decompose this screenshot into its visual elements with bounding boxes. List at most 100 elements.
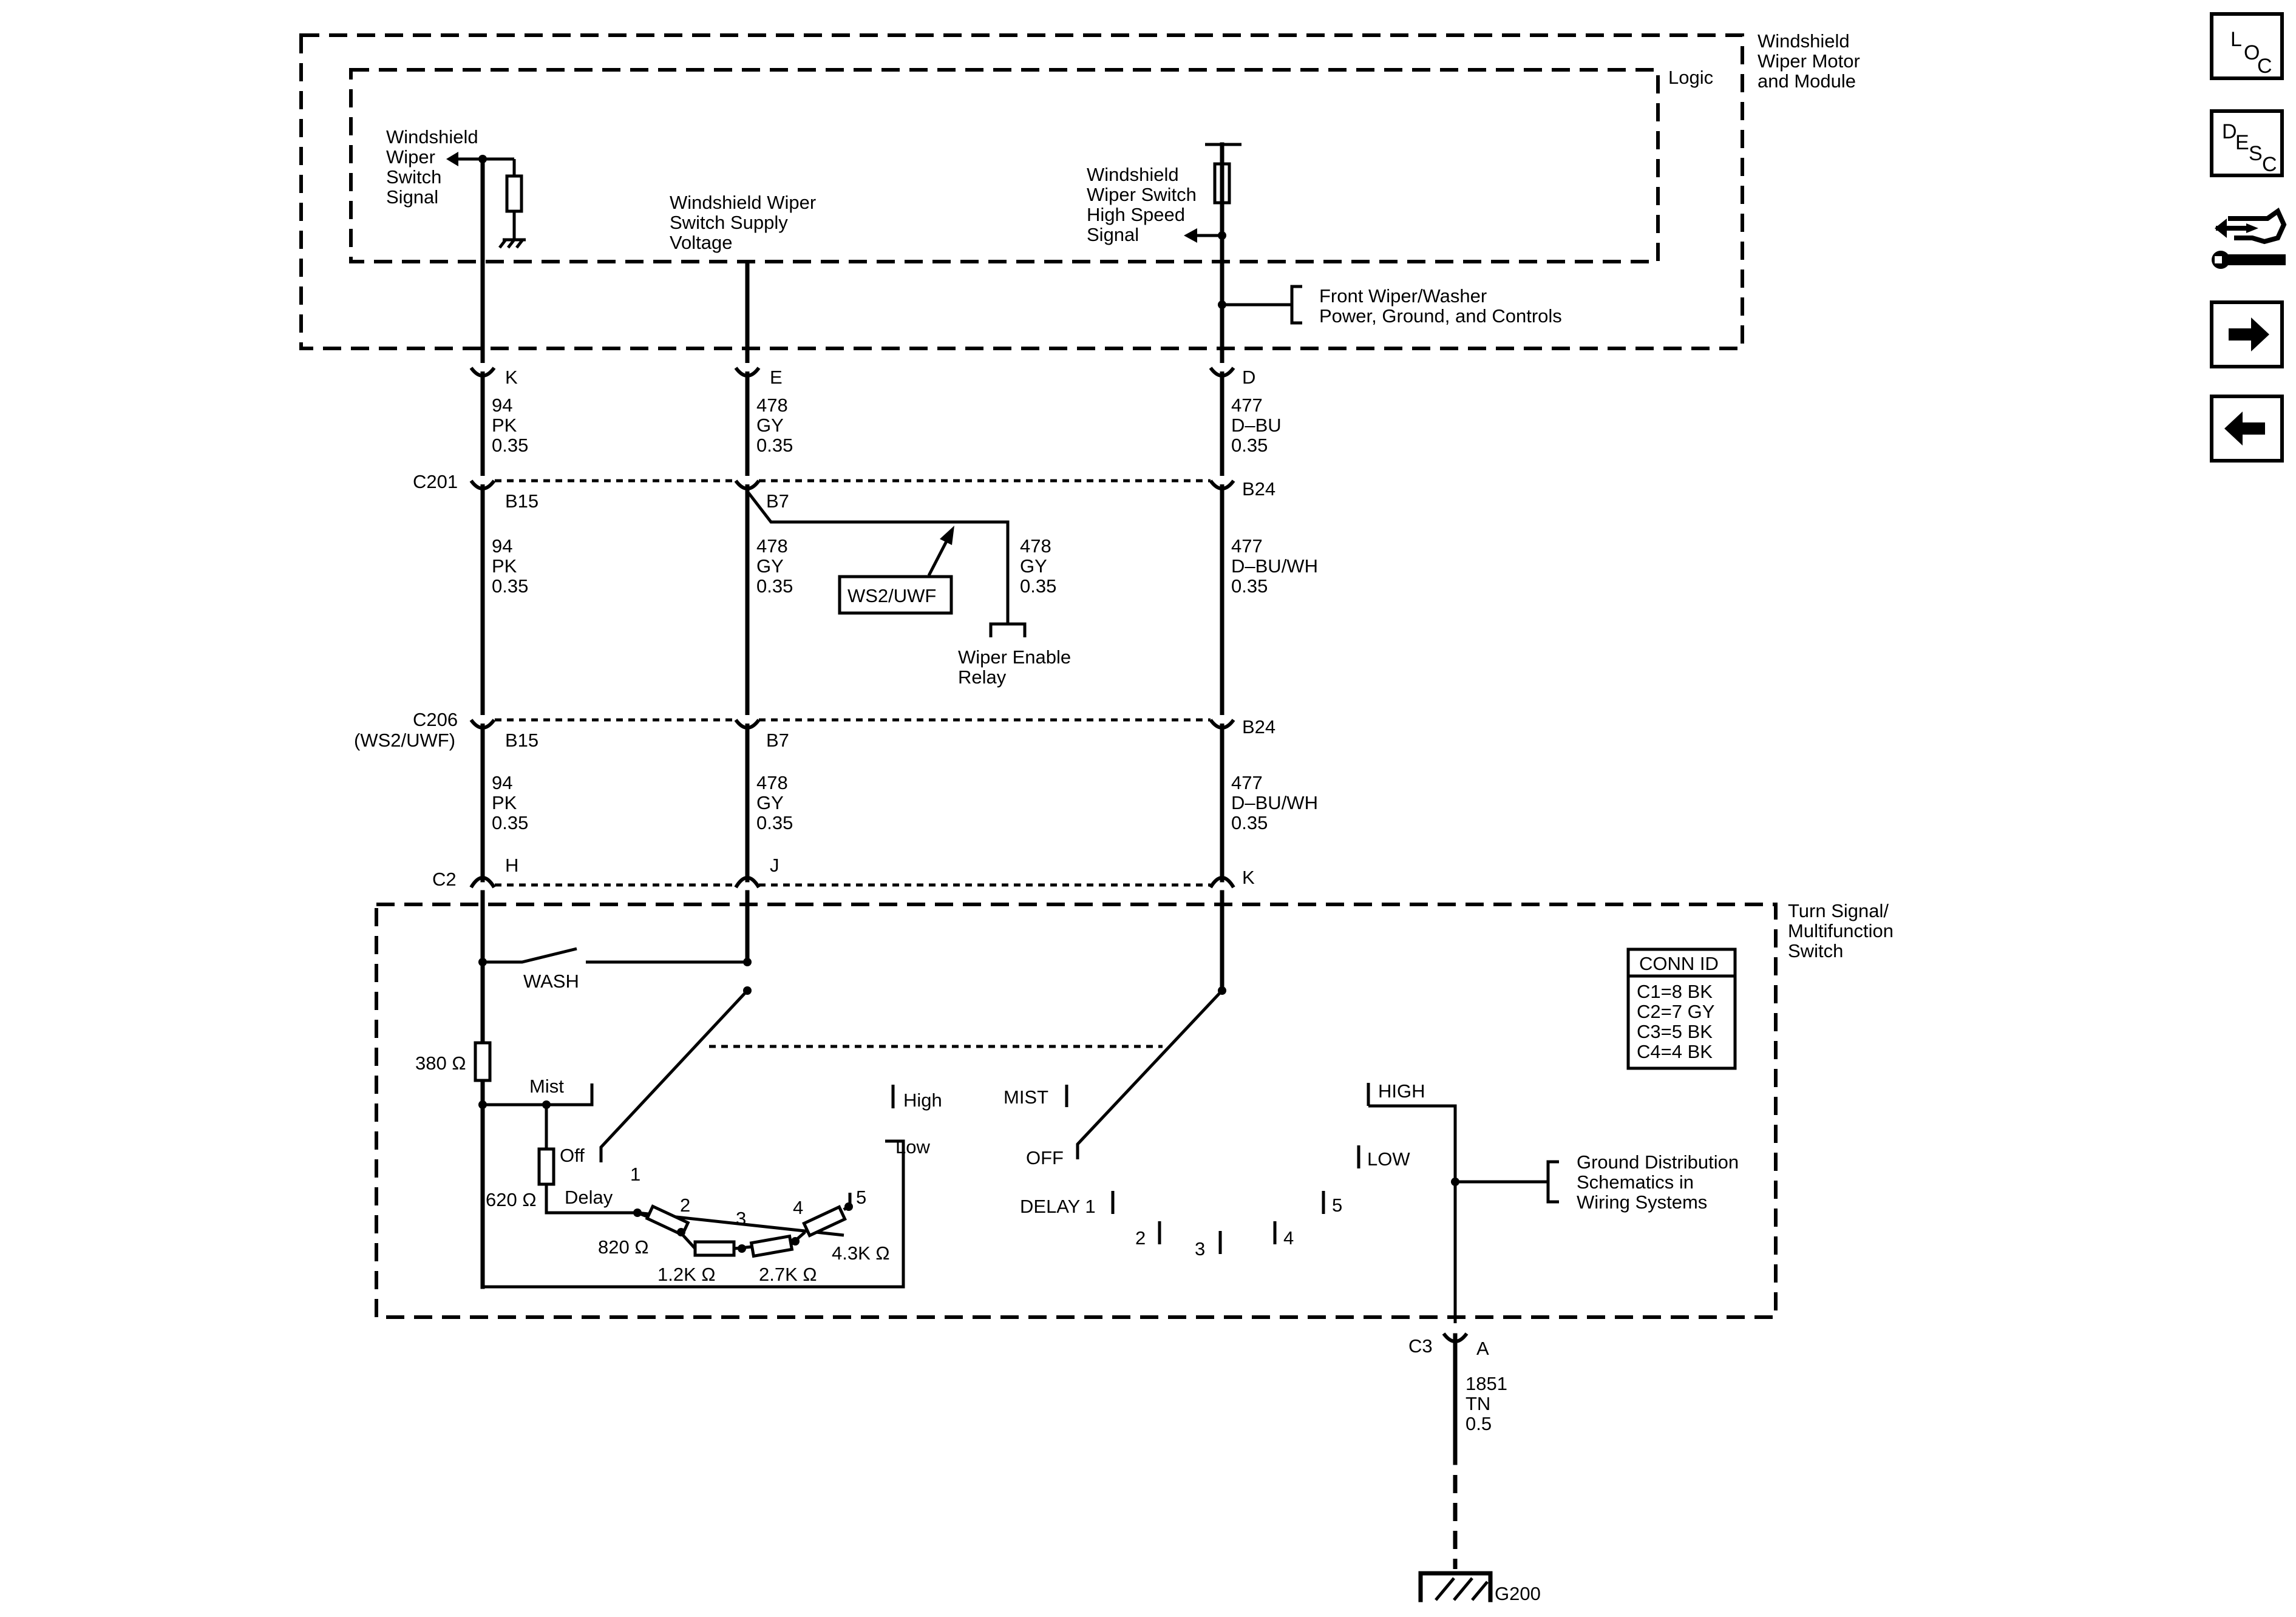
wire-478-3-a: 478 [756,772,788,793]
loc-letter-c: C [2257,55,2272,78]
d2-label: 2 [1135,1227,1146,1249]
wire-94-1-a: 94 [492,395,512,416]
ground-distribution-reference: Ground Distribution Schematics in Wiring… [1451,1151,1739,1213]
res-1k2-label: 1.2K Ω [657,1264,716,1285]
delay1-caps-label: DELAY 1 [1020,1196,1096,1217]
pin-k-bottom: K [1242,867,1255,888]
wire-94-2-b: PK [492,555,517,577]
turn-signal-label-2: Multifunction [1788,920,1894,941]
wire-1851-a: 1851 [1466,1373,1507,1394]
wire-478-3-b: GY [756,792,784,813]
logic-box [349,68,1660,263]
loc-button[interactable]: L O C [2210,12,2284,80]
wash-label: WASH [523,971,579,992]
conn-id-row-1: C1=8 BK [1637,981,1713,1002]
high-label: High [903,1090,942,1111]
low-label: Low [895,1136,930,1158]
wire-94-3-c: 0.35 [492,812,528,833]
pin-a: A [1476,1338,1489,1359]
desc-letter-d: D [2222,120,2237,143]
mist-off-ladder: 380 Ω Mist Off 620 Ω Delay Low High [415,1041,942,1289]
pin-b7-b: B7 [766,730,789,751]
arrow-left-icon [2224,412,2265,446]
res-2k7-label: 2.7K Ω [759,1264,817,1285]
turn-signal-label-1: Turn Signal/ [1788,900,1889,921]
desc-button[interactable]: D E S C [2210,109,2284,177]
desc-letter-e: E [2235,131,2249,154]
wire-477-3-c: 0.35 [1231,812,1268,833]
wire-94-2-a: 94 [492,535,512,557]
pin-b7-a: B7 [766,490,789,512]
wire-478-1-c: 0.35 [756,435,793,456]
pin-j: J [770,855,779,876]
conn-id-title: CONN ID [1639,953,1719,974]
res-4k3-label: 4.3K Ω [832,1242,890,1264]
wire-477-3-b: D–BU/WH [1231,792,1318,813]
next-page-button[interactable] [2210,300,2284,368]
front-wiper-ref-1: Front Wiper/Washer [1319,285,1487,307]
front-wiper-ref-2: Power, Ground, and Controls [1319,305,1562,327]
supply-voltage-3: Voltage [670,232,732,253]
diagnostic-icon[interactable] [2210,200,2289,279]
pin-b24-b: B24 [1242,716,1275,737]
label-wiper-module: Windshield Wiper Motor and Module [1758,30,1860,92]
res-380-label: 380 Ω [415,1053,466,1074]
wiper-module-box [299,33,1744,350]
turn-signal-switch-box [375,903,1778,1319]
pin-b15-a: B15 [505,490,538,512]
pos-4: 4 [793,1197,803,1218]
connector-c201: C201 [413,471,458,492]
pin-e-top: E [770,367,783,388]
pin-h: H [505,855,518,876]
wire-478-2-b: GY [756,555,784,577]
mist-caps-label: MIST [1004,1086,1048,1108]
wire-478-relay-b: GY [1020,555,1047,577]
delay-label: Delay [565,1187,613,1208]
wire-478-3-c: 0.35 [756,812,793,833]
conn-id-row-3: C3=5 BK [1637,1021,1713,1042]
res-620-label: 620 Ω [486,1189,537,1210]
ground-ref-1: Ground Distribution [1577,1151,1739,1173]
delay-resistor-chain: 1 2 3 4 5 820 Ω 1.2K Ω 2.7K Ω 4.3K Ω [598,1164,890,1285]
connector-c206-1: C206 [413,709,458,730]
previous-page-button[interactable] [2210,395,2284,463]
high-speed-signal-circuit: Windshield Wiper Switch High Speed Signa… [1087,143,1241,245]
wire-1851-c: 0.5 [1466,1413,1492,1434]
wire-labels: 94 PK 0.35 478 GY 0.35 477 D–BU 0.35 94 … [492,395,1507,1434]
wire-478-relay-c: 0.35 [1020,575,1056,597]
pos-3: 3 [736,1208,746,1229]
signal-switch-4: Signal [386,186,438,208]
wash-switch: WASH [478,947,752,992]
pin-d-top: D [1242,367,1255,388]
loc-letter-o: O [2244,41,2260,64]
ground-ref-2: Schematics in [1577,1171,1694,1193]
wire-1851-b: TN [1466,1393,1490,1414]
connector-c2: C2 [432,869,457,890]
pos-5: 5 [856,1187,866,1208]
supply-voltage-2: Switch Supply [670,212,788,233]
wiper-module-label-2: Wiper Motor [1758,50,1860,72]
high-speed-2: Wiper Switch [1087,184,1197,205]
wire-94-2-c: 0.35 [492,575,528,597]
relay-label-1: Wiper Enable [958,646,1071,668]
wire-478-2-a: 478 [756,535,788,557]
wiper-enable-relay-branch: WS2/UWF Wiper Enable Relay [747,492,1071,688]
high-speed-3: High Speed [1087,204,1185,225]
desc-letter-c: C [2262,153,2277,176]
ground-g200: G200 [1418,1571,1541,1604]
turn-signal-label-3: Switch [1788,940,1843,961]
wire-478-1-a: 478 [756,395,788,416]
wire-477-2-a: 477 [1231,535,1263,557]
wiper-module-label-3: and Module [1758,70,1856,92]
connector-c206-2: (WS2/UWF) [354,730,455,751]
d4-label: 4 [1283,1227,1294,1249]
wire-94-3-b: PK [492,792,517,813]
wire-477-2-c: 0.35 [1231,575,1268,597]
high-speed-switch-contact: MIST OFF DELAY 1 2 3 4 5 LOW HIGH [1004,986,1457,1323]
high-caps-label: HIGH [1378,1080,1425,1102]
connector-symbols [469,363,1469,1343]
wire-477-1-c: 0.35 [1231,435,1268,456]
off-caps-label: OFF [1026,1147,1064,1168]
switch-signal-circuit: Windshield Wiper Switch Signal [386,126,526,249]
low-caps-label: LOW [1367,1148,1410,1170]
